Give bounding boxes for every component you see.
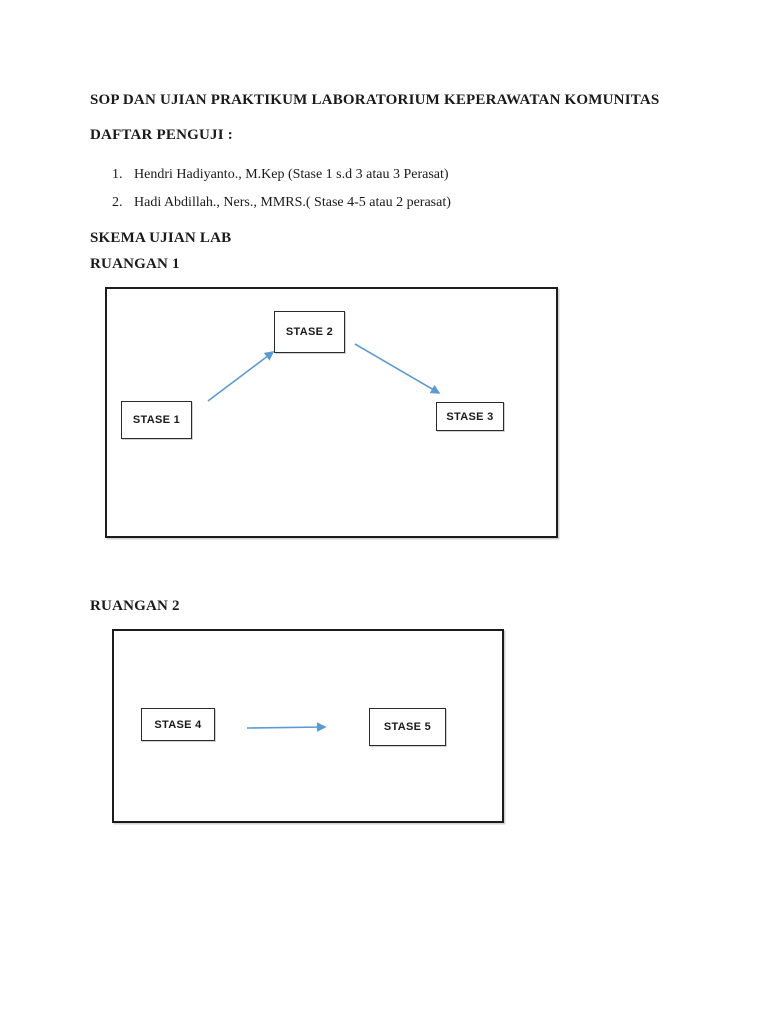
arrow-stase1-to-stase2 — [207, 351, 275, 402]
examiner-item-2-text: Hadi Abdillah., Ners., MMRS.( Stase 4-5 … — [134, 195, 451, 210]
stase-2-box: STASE 2 — [274, 311, 345, 353]
stase-1-box: STASE 1 — [121, 401, 192, 439]
room1-diagram: STASE 1 STASE 2 STASE 3 — [105, 287, 558, 538]
examiner-item-2-number: 2. — [112, 195, 123, 210]
arrow-stase2-to-stase3 — [354, 343, 441, 394]
stase-3-box: STASE 3 — [436, 402, 504, 431]
room2-heading: RUANGAN 2 — [90, 598, 180, 614]
examiner-item-1: 1. Hendri Hadiyanto., M.Kep (Stase 1 s.d … — [112, 167, 449, 183]
room2-diagram: STASE 4 STASE 5 — [112, 629, 504, 823]
room1-heading: RUANGAN 1 — [90, 256, 180, 272]
examiner-item-1-text: Hendri Hadiyanto., M.Kep (Stase 1 s.d 3 … — [134, 167, 449, 182]
examiner-item-1-number: 1. — [112, 167, 123, 182]
arrow-stase4-to-stase5 — [246, 722, 327, 732]
examiner-item-2: 2. Hadi Abdillah., Ners., MMRS.( Stase 4-… — [112, 195, 451, 211]
scheme-heading: SKEMA UJIAN LAB — [90, 230, 232, 246]
document-title: SOP DAN UJIAN PRAKTIKUM LABORATORIUM KEP… — [90, 92, 660, 108]
examiner-list-heading: DAFTAR PENGUJI : — [90, 127, 233, 143]
stase-5-box: STASE 5 — [369, 708, 446, 746]
stase-4-box: STASE 4 — [141, 708, 215, 741]
